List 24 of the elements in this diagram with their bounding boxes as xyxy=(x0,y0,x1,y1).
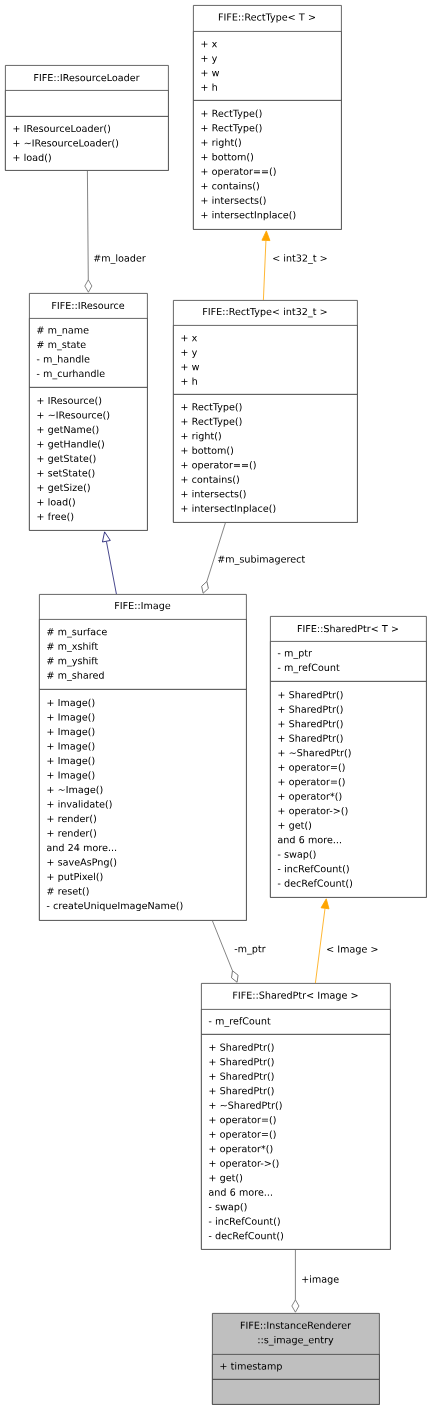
member-list: + RectType() + RectType() + right() + bottom() + operator==() + contains() + intersects() + intersectInplace() xyxy=(193,100,342,230)
member-list: + RectType() + RectType() + right() + bottom() + operator==() + contains() + intersects() + intersectInplace() xyxy=(173,394,358,523)
member-list: - m_refCount xyxy=(201,1009,391,1035)
edge-label: < int32_t > xyxy=(271,253,329,265)
edge-label: +image xyxy=(300,1274,341,1286)
aggregation-line xyxy=(291,1249,300,1313)
empty-compartment xyxy=(5,90,169,117)
edge-label: #m_subimagerect xyxy=(216,554,307,566)
aggregation-line xyxy=(201,522,226,594)
aggregation-line xyxy=(84,170,93,293)
inheritance-arrow xyxy=(315,898,330,984)
aggregation-line xyxy=(212,920,239,983)
member-list: - m_ptr - m_refCount xyxy=(270,641,427,682)
inheritance-arrow xyxy=(261,230,271,301)
edge-label: < Image > xyxy=(325,944,380,956)
member-list: + x + y + w + h xyxy=(173,325,358,395)
member-list: # m_surface # m_xshift # m_yshift # m_shared xyxy=(39,619,247,690)
inheritance-arrow xyxy=(102,531,117,595)
empty-compartment xyxy=(212,1379,380,1405)
member-list: + x + y + w + h xyxy=(193,31,342,101)
member-list: + timestamp xyxy=(212,1354,380,1380)
member-list: # m_name # m_state - m_handle - m_curhandle xyxy=(29,318,148,388)
edge-label: -m_ptr xyxy=(233,944,267,956)
edge-label: #m_loader xyxy=(92,253,147,265)
